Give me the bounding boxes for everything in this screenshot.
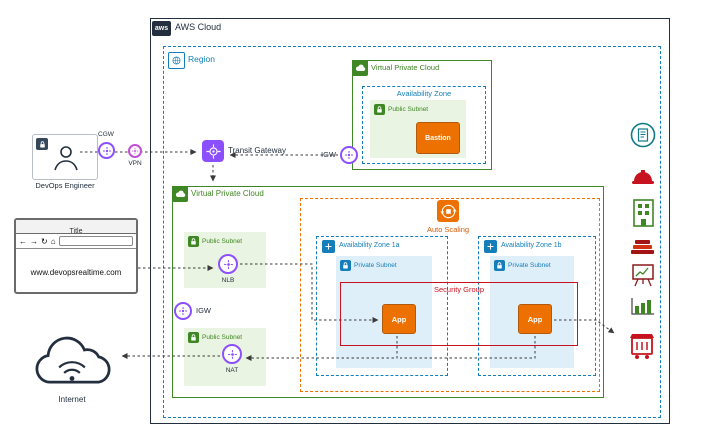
vpn-icon: [128, 144, 142, 158]
nat-icon: [222, 344, 242, 364]
refresh-icon: ↻: [41, 236, 48, 246]
browser-window: Title ← → ↻ ⌂ www.devopsrealtime.com: [14, 218, 138, 294]
az-1a-icon: [322, 240, 335, 253]
devops-person-icon: [52, 142, 80, 174]
region-container: [163, 46, 661, 418]
app-1b-node: App: [518, 304, 552, 334]
transit-gateway-icon: [202, 140, 224, 162]
vpc-main-label: Virtual Private Cloud: [191, 189, 264, 198]
internet-label: Internet: [58, 395, 86, 404]
back-icon: ←: [19, 236, 27, 246]
az-1b-label: Availability Zone 1b: [501, 242, 562, 249]
igw-main-icon: [174, 302, 192, 320]
bar-chart-icon: [630, 296, 656, 316]
home-icon: ⌂: [50, 236, 56, 246]
region-icon: [168, 52, 185, 69]
building-icon: [632, 198, 655, 228]
security-group-label: Security Group: [433, 285, 485, 294]
app-1a-label: App: [391, 314, 407, 324]
internet-cloud-icon: [26, 330, 118, 392]
aws-logo-icon: aws: [152, 21, 171, 36]
cgw-label: CGW: [98, 131, 114, 138]
chart-board-icon: [630, 262, 656, 288]
az-1a-label: Availability Zone 1a: [339, 242, 400, 249]
devops-label: DevOps Engineer: [35, 181, 95, 190]
auto-scaling-label: Auto Scaling: [426, 225, 470, 234]
app-1b-label: App: [527, 314, 543, 324]
safety-helmet-icon: [630, 166, 656, 188]
public-subnet-nat-label: Public Subnet: [202, 334, 243, 341]
browser-titlebar: Title: [16, 220, 136, 235]
public-subnet-top-label: Public Subnet: [388, 106, 429, 113]
az-top-container: [362, 86, 486, 164]
vpc-main-icon: [172, 186, 188, 202]
public-subnet-top-lock-icon: [374, 104, 385, 115]
books-icon: [629, 238, 656, 256]
nlb-icon: [218, 254, 238, 274]
browser-title: Title: [69, 228, 83, 235]
az-top-label: Availability Zone: [396, 89, 452, 98]
browser-navbar: ← → ↻ ⌂: [16, 234, 136, 249]
private-subnet-1b-label: Private Subnet: [508, 262, 551, 269]
public-subnet-nlb-lock-icon: [188, 236, 199, 247]
vpc-top-label: Virtual Private Cloud: [371, 63, 440, 72]
aws-cloud-container: [150, 18, 670, 424]
region-label: Region: [188, 54, 215, 64]
private-subnet-1b-lock-icon: [494, 260, 505, 271]
forward-icon: →: [30, 236, 38, 246]
az-1b-icon: [484, 240, 497, 253]
transit-gateway-label: Transit Gateway: [228, 146, 286, 155]
nlb-label: NLB: [221, 277, 235, 284]
igw-top-icon: [340, 146, 358, 164]
browser-body: www.devopsrealtime.com: [16, 249, 136, 296]
cgw-icon: [98, 142, 115, 159]
private-subnet-1a-lock-icon: [340, 260, 351, 271]
public-subnet-nat-lock-icon: [188, 332, 199, 343]
private-subnet-1a-label: Private Subnet: [354, 262, 397, 269]
az-1b-container: [478, 236, 596, 376]
vpc-icon: [352, 60, 368, 76]
app-1a-node: App: [382, 304, 416, 334]
report-icon: [630, 122, 656, 148]
vpn-label: VPN: [128, 160, 142, 167]
nat-label: NAT: [225, 367, 239, 374]
public-subnet-nlb-label: Public Subnet: [202, 238, 243, 245]
devops-container: [32, 134, 98, 180]
vpc-top-container: [352, 60, 492, 170]
auto-scaling-icon: [437, 200, 459, 222]
trash-bin-icon: [628, 330, 656, 360]
browser-url: www.devopsrealtime.com: [30, 268, 122, 277]
igw-main-label: IGW: [196, 306, 211, 315]
address-bar: [58, 236, 133, 246]
vpc-main-container: [172, 186, 604, 398]
igw-top-label: IGW: [321, 150, 336, 159]
devops-lock-icon: [36, 138, 48, 150]
aws-cloud-label: AWS Cloud: [175, 22, 222, 32]
bastion-label: Bastion: [425, 134, 451, 142]
bastion-node: Bastion: [416, 122, 460, 154]
aws-logo-text: aws: [154, 25, 169, 32]
